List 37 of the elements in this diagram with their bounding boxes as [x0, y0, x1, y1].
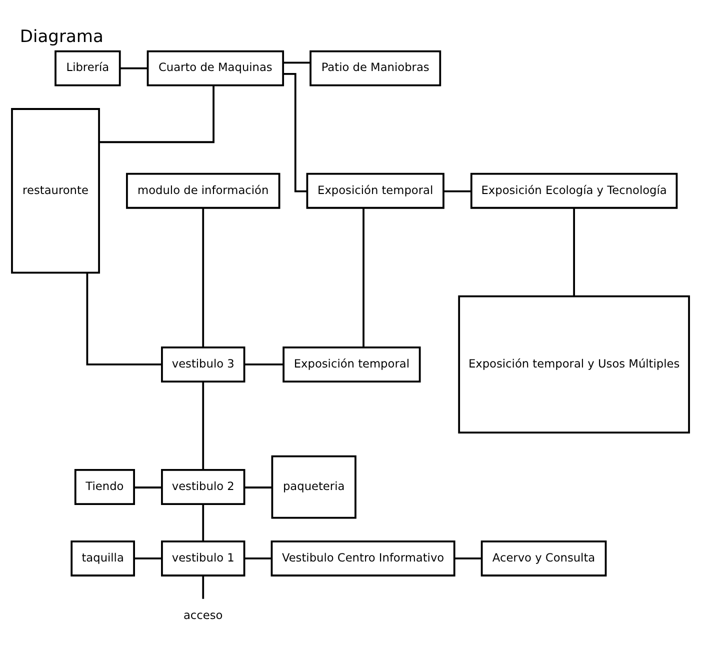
- node-box: Exposición Ecología y Tecnología: [470, 172, 678, 208]
- node-text: acceso: [183, 608, 223, 622]
- connector: [120, 66, 148, 69]
- node-box: Tiendo: [74, 468, 135, 504]
- diagram-title: Diagrama: [20, 26, 104, 47]
- connector: [244, 363, 284, 365]
- connector: [244, 486, 272, 488]
- connector: [202, 575, 204, 598]
- node-box: modulo de información: [126, 172, 280, 208]
- connector: [362, 208, 364, 347]
- node-box: Librería: [54, 50, 121, 86]
- connector: [283, 72, 308, 192]
- node-box: Vestibulo Centro Informativo: [270, 540, 456, 576]
- node-box: restauronte: [11, 108, 100, 274]
- node-box: Exposición temporal y Usos Múltiples: [458, 294, 690, 434]
- node-box: Exposición temporal: [282, 346, 421, 382]
- connector: [202, 504, 204, 541]
- node-box: Patio de Maniobras: [310, 50, 442, 86]
- connector: [134, 486, 162, 488]
- connector: [202, 208, 204, 347]
- node-box: Acervo y Consulta: [480, 540, 607, 576]
- node-box: taquilla: [70, 540, 135, 576]
- connector: [202, 381, 204, 470]
- connector: [86, 272, 162, 365]
- node-box: vestibulo 1: [161, 540, 246, 576]
- node-box: Cuarto de Maquinas: [146, 50, 284, 86]
- node-box: vestibulo 2: [161, 468, 246, 504]
- node-box: vestibulo 3: [161, 346, 246, 382]
- connector: [134, 557, 162, 559]
- connector: [283, 61, 310, 64]
- connector: [99, 84, 214, 143]
- node-box: Exposición temporal: [306, 172, 444, 208]
- connector: [244, 557, 272, 559]
- connector: [573, 208, 575, 296]
- node-box: paqueteria: [271, 454, 356, 518]
- connector: [444, 190, 472, 192]
- connector: [454, 557, 482, 559]
